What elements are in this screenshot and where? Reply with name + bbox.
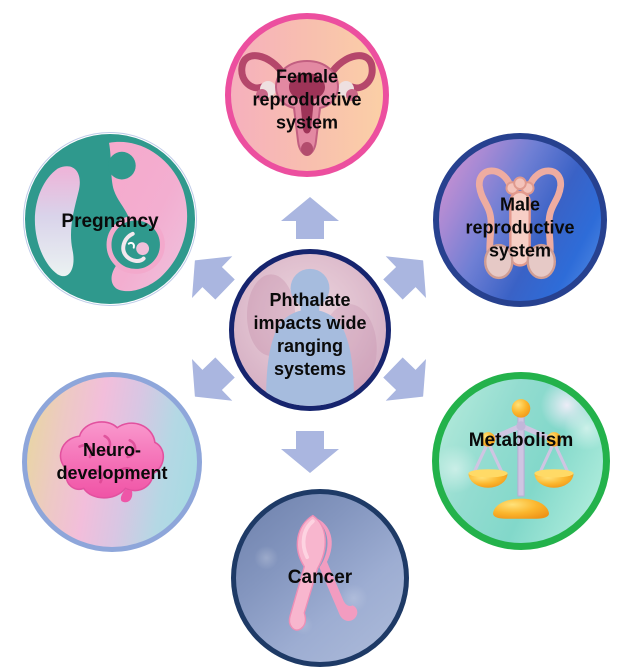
arrow-up-icon [281, 197, 339, 239]
pink-ribbon-icon [288, 514, 358, 631]
human-silhouette-icon [246, 268, 377, 406]
node-label: Female reproductive system [252, 66, 362, 133]
node-center-phthalate: Phthalate impacts wide ranging systems [229, 249, 391, 411]
uterus-icon [238, 52, 376, 156]
node-male-reproductive-system: Male reproductive system [433, 133, 607, 307]
node-label: Male reproductive system [465, 194, 575, 261]
node-pregnancy: Pregnancy [23, 132, 197, 306]
brain-icon [59, 421, 165, 503]
arrow-upper-left-icon [175, 240, 246, 311]
node-label: Pregnancy [61, 211, 159, 233]
male-anatomy-icon [476, 167, 564, 280]
pregnant-woman-icon [24, 133, 196, 305]
node-metabolism: Metabolism [432, 372, 610, 550]
arrow-upper-right-icon [373, 240, 444, 311]
center-label: Phthalate impacts wide ranging systems [253, 289, 367, 379]
node-female-reproductive-system: Female reproductive system [225, 13, 389, 177]
arrow-lower-left-icon [175, 347, 246, 418]
balance-scale-icon [468, 399, 574, 519]
arrow-down-icon [281, 431, 339, 473]
arrow-lower-right-icon [373, 347, 444, 418]
node-cancer: Cancer [231, 489, 409, 667]
node-label: Neuro- development [56, 439, 168, 483]
node-label: Cancer [287, 566, 353, 588]
node-neuro-development: Neuro- development [22, 372, 202, 552]
node-label: Metabolism [468, 430, 574, 452]
